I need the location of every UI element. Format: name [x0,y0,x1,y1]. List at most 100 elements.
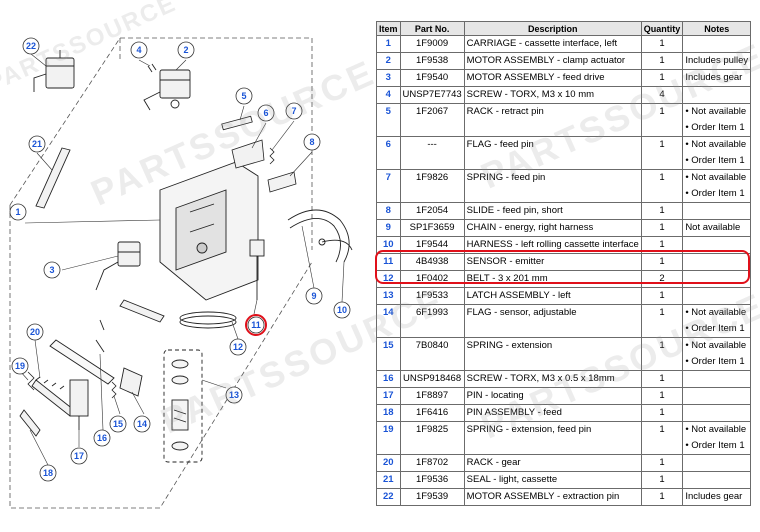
callout-circle [257,104,275,122]
sensor-emitter [249,239,265,300]
description-cell [463,120,642,137]
item-cell: 5 [376,103,401,120]
item-cell: 11 [376,253,401,271]
description-cell: CARRIAGE - cassette interface, left [463,35,642,53]
description-cell [463,321,642,338]
quantity-cell: 1 [640,52,684,70]
notes-cell: • Order Item 1 [682,438,752,455]
notes-cell [682,454,752,472]
item-cell: 16 [376,370,401,388]
item-cell: 9 [376,219,401,237]
part-number-cell: UNSP918468 [399,370,465,388]
quantity-cell [640,354,684,371]
description-cell: PIN - locating [463,387,642,405]
description-cell: HARNESS - left rolling cassette interfac… [463,236,642,254]
slide-feed-pin-short [267,171,297,193]
description-cell: SENSOR - emitter [463,253,642,271]
notes-cell: • Not available [682,337,752,354]
quantity-cell: 1 [640,421,684,438]
description-cell: RACK - retract pin [463,103,642,120]
slide-rail [49,299,165,385]
item-cell: 7 [376,169,401,186]
table-row: • Order Item 1 [376,354,752,371]
item-cell: 3 [376,69,401,87]
quantity-cell: 1 [640,103,684,120]
motor-assembly-clamp-actuator [143,69,191,111]
notes-cell: • Not available [682,304,752,321]
part-number-cell: 1F9533 [399,287,465,305]
description-cell: MOTOR ASSEMBLY - clamp actuator [463,52,642,70]
description-cell: SEAL - light, cassette [463,471,642,489]
notes-cell: • Order Item 1 [682,354,752,371]
part-number-cell: 7B0840 [399,337,465,354]
screw-torx [147,63,157,73]
description-cell [463,438,642,455]
item-cell: 1 [376,35,401,53]
callout-label: 8 [309,137,314,147]
notes-cell [682,471,752,489]
quantity-cell [640,321,684,338]
quantity-cell: 1 [640,387,684,405]
quantity-cell: 1 [640,404,684,422]
quantity-cell [640,186,684,203]
item-cell: 17 [376,387,401,405]
part-number-cell: 1F9826 [399,169,465,186]
notes-cell: • Order Item 1 [682,120,752,137]
callout-circle [225,386,243,404]
item-cell [376,321,401,338]
notes-cell [682,404,752,422]
harness-left-rolling [318,238,353,251]
notes-cell: Includes gear [682,69,752,87]
motor-assembly-extraction-pin [33,50,75,92]
description-cell [463,354,642,371]
callout-circle [133,415,151,433]
description-cell [463,186,642,203]
quantity-cell [640,153,684,170]
callout-label: 7 [291,106,296,116]
callout-label: 4 [136,45,141,55]
item-cell: 4 [376,86,401,104]
part-number-cell: 1F6416 [399,404,465,422]
callout-label: 2 [183,45,188,55]
energy-chain-right-harness [287,209,350,263]
quantity-cell [640,120,684,137]
callout-circle [93,429,111,447]
callout-label: 14 [137,419,147,429]
description-cell: FLAG - feed pin [463,136,642,153]
quantity-cell: 1 [640,169,684,186]
table-row: • Order Item 1 [376,153,752,170]
callout-circle [43,261,61,279]
quantity-cell: 1 [640,136,684,153]
part-number-cell: 1F2054 [399,202,465,220]
description-cell: SLIDE - feed pin, short [463,202,642,220]
callout-label: 6 [263,108,268,118]
part-number-cell: 1F9544 [399,236,465,254]
quantity-cell: 1 [640,454,684,472]
description-cell: MOTOR ASSEMBLY - feed drive [463,69,642,87]
part-number-cell: 1F9540 [399,69,465,87]
quantity-cell: 1 [640,488,684,506]
callout-circle [130,41,148,59]
callout-label: 20 [30,327,40,337]
part-number-cell: 1F8702 [399,454,465,472]
quantity-cell: 1 [640,304,684,321]
quantity-cell: 4 [640,86,684,104]
callout-label: 1 [15,207,20,217]
description-cell: SCREW - TORX, M3 x 10 mm [463,86,642,104]
part-number-cell: 4B4938 [399,253,465,271]
notes-cell: • Not available [682,169,752,186]
part-number-cell [399,153,465,170]
rack-retract-pin [221,115,253,131]
